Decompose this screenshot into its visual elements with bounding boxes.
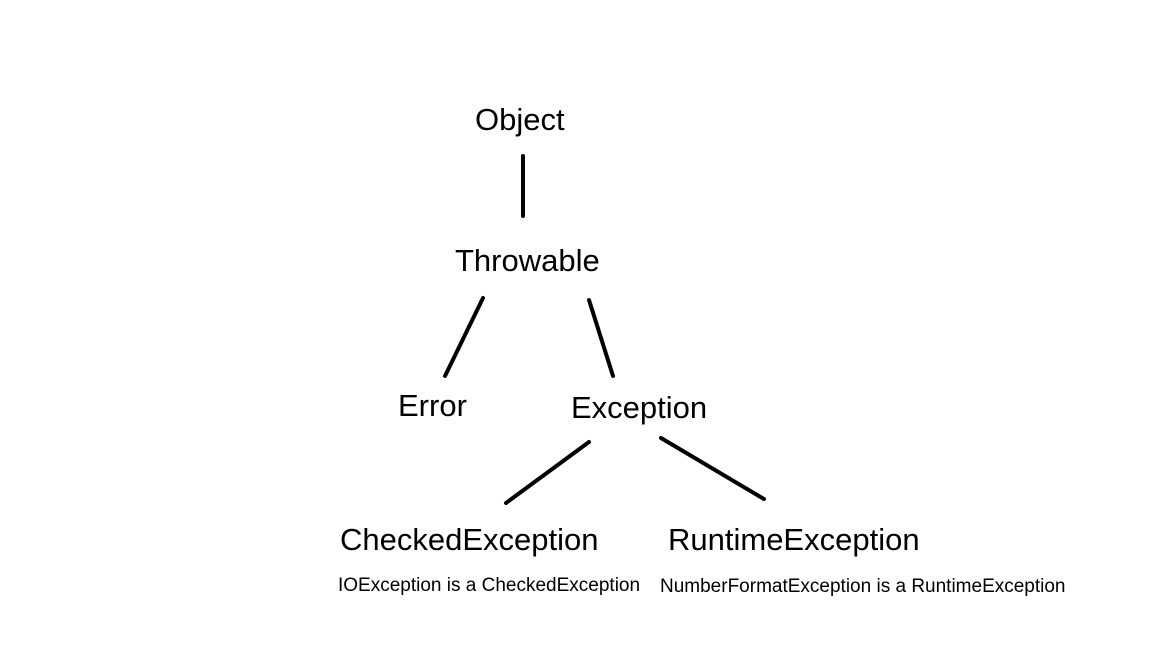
node-error: Error (398, 388, 467, 423)
note-runtime-example: NumberFormatException is a RuntimeExcept… (660, 576, 1066, 597)
node-object: Object (475, 102, 565, 137)
edge-throwable-error (443, 296, 485, 378)
edge-exception-runtime (659, 436, 766, 501)
edge-throwable-exception (587, 298, 615, 378)
edge-exception-checked (504, 440, 591, 505)
note-checked-example: IOException is a CheckedException (338, 575, 641, 596)
node-runtime-exception: RuntimeException (668, 522, 920, 557)
node-exception: Exception (571, 390, 708, 425)
node-checked-exception: CheckedException (340, 522, 599, 557)
node-throwable: Throwable (455, 243, 600, 278)
